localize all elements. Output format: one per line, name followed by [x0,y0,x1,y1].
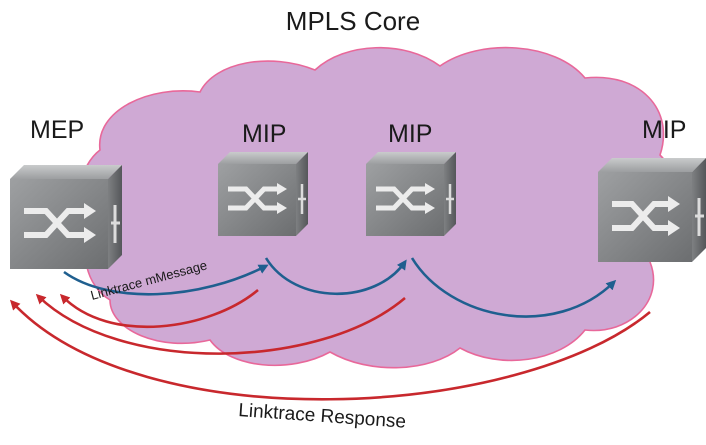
switch-icon [218,152,308,236]
switch-icon [598,158,706,262]
linktrace-message-arrow [410,257,617,318]
node-label-mip: MIP [242,120,287,148]
switch-icon [366,152,456,236]
node-label-mip: MIP [642,116,687,144]
switch-icon [10,165,122,269]
linktrace-message-arrow [264,257,407,296]
node-label-mep: MEP [30,116,85,144]
linktrace-response-arrow [59,289,259,329]
diagram-title: MPLS Core [285,6,421,36]
linktrace-response-arrow [9,299,651,401]
node-label-mip: MIP [388,120,433,148]
linktrace-message-arrow [63,264,269,296]
linktrace-response-label: Linktrace Response [238,400,407,433]
linktrace-response-arrow [35,293,406,355]
